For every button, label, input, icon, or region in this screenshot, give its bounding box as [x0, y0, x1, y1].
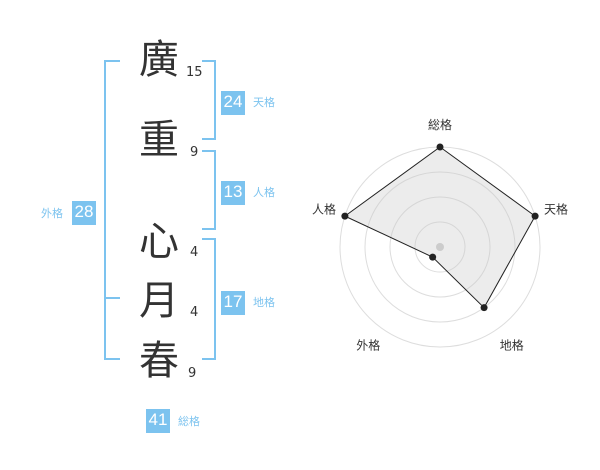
name-char-5: 春: [139, 338, 179, 384]
stroke-count-5: 9: [188, 366, 197, 381]
chikaku-bracket: [202, 238, 216, 360]
name-char-2: 重: [139, 117, 179, 163]
radar-ring: [389, 196, 491, 298]
stroke-count-2: 9: [190, 145, 199, 160]
radar-point-1: [436, 143, 444, 151]
radar-axis-label-2: 天格: [544, 201, 568, 216]
name-char-4: 月: [139, 278, 179, 324]
radar-axis-label-5: 人格: [312, 201, 336, 216]
name-char-1: 廣: [139, 37, 179, 83]
tenkaku-bracket: [202, 60, 216, 140]
name-char-3: 心: [139, 219, 179, 265]
radar-ring: [414, 221, 466, 273]
radar-ring: [364, 171, 516, 323]
chikaku-label: 地格: [253, 296, 275, 309]
chikaku-value: 17: [221, 291, 245, 315]
radar-data-area: [343, 146, 536, 309]
radar-point-2: [531, 212, 539, 220]
gaikaku-label: 外格: [41, 207, 63, 220]
jinkaku-value: 13: [221, 181, 245, 205]
soukaku-label: 総格: [178, 415, 200, 428]
radar-point-5: [341, 212, 349, 220]
radar-axis-label-1: 総格: [428, 117, 452, 132]
radar-center-dot: [436, 243, 444, 251]
jinkaku-label: 人格: [253, 186, 275, 199]
radar-axis-label-4: 外格: [356, 338, 380, 353]
radar-point-4: [429, 253, 437, 261]
tenkaku-value: 24: [221, 91, 245, 115]
radar-points: [341, 143, 539, 312]
stroke-count-3: 4: [190, 245, 199, 260]
gaikaku-value: 28: [72, 201, 96, 225]
tenkaku-label: 天格: [253, 96, 275, 109]
gaikaku-bracket: [104, 60, 120, 360]
radar-axis-label-3: 地格: [500, 338, 524, 353]
radar-point-3: [480, 304, 488, 312]
soukaku-value: 41: [146, 409, 170, 433]
stroke-count-4: 4: [190, 305, 199, 320]
stroke-count-1: 15: [186, 65, 203, 80]
gaikaku-mid-tick: [104, 297, 120, 299]
jinkaku-bracket: [202, 150, 216, 230]
